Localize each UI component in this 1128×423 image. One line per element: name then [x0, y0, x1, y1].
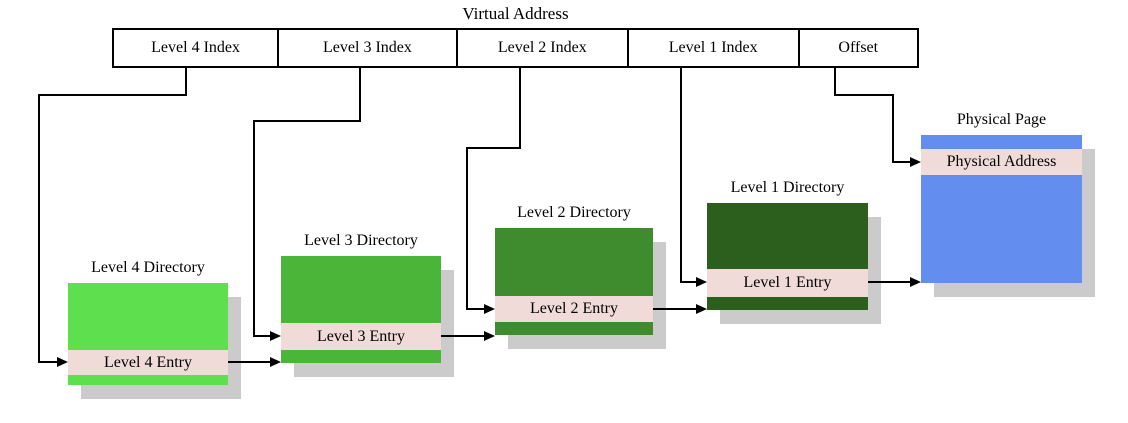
level1-entry-arrowhead-icon: [910, 277, 921, 287]
offset-line-vertical: [892, 94, 894, 163]
level3-directory-body: [281, 256, 441, 323]
level2-directory-body: [495, 228, 653, 296]
physical-page-body: [921, 175, 1082, 283]
level4-entry-out-shaft: [228, 361, 272, 363]
level2-index-line-drop: [519, 68, 521, 149]
level3-index-line-drop: [359, 68, 361, 122]
diagram-title: Virtual Address: [462, 4, 569, 23]
level4-directory-box: Level 4 Entry: [68, 283, 228, 385]
level2-directory-label: Level 2 Directory: [517, 204, 631, 221]
level1-index-arrow-shaft: [680, 281, 698, 283]
level2-index-arrow-shaft: [466, 308, 486, 310]
level2-directory-footer: [495, 322, 653, 335]
level3-entry-arrowhead-icon: [484, 331, 495, 341]
level2-index-line-vertical: [466, 147, 468, 310]
level4-index-line-horizontal: [38, 94, 187, 96]
field-offset: Offset: [797, 30, 918, 66]
level1-index-arrowhead-icon: [696, 277, 707, 287]
level4-index-line-drop: [185, 68, 187, 96]
level1-entry-row: Level 1 Entry: [707, 269, 868, 297]
level2-directory-box: Level 2 Entry: [495, 228, 653, 335]
level1-directory-label: Level 1 Directory: [730, 179, 845, 196]
offset-arrowhead-icon: [910, 157, 921, 167]
level3-directory-footer: [281, 350, 441, 363]
level4-entry-arrowhead-icon: [270, 357, 281, 367]
level4-directory-label: Level 4 Directory: [91, 259, 205, 276]
physical-address-row: Physical Address: [921, 149, 1082, 175]
level1-index-line-vertical: [680, 68, 682, 283]
level4-directory-footer: [68, 375, 228, 385]
level4-entry-row: Level 4 Entry: [68, 350, 228, 375]
level3-entry-row: Level 3 Entry: [281, 323, 441, 350]
offset-line-drop: [834, 68, 836, 96]
virtual-address-box: Level 4 Index Level 3 Index Level 2 Inde…: [112, 28, 919, 68]
level4-index-line-vertical: [38, 94, 40, 363]
level3-directory-box: Level 3 Entry: [281, 256, 441, 363]
level1-directory-body: [707, 203, 868, 269]
level3-index-line-vertical: [253, 120, 255, 337]
level4-index-arrow-shaft: [38, 361, 59, 363]
physical-page-label: Physical Page: [956, 111, 1047, 128]
level2-index-line-horizontal: [466, 147, 521, 149]
level3-entry-out-shaft: [441, 335, 486, 337]
level2-index-arrowhead-icon: [484, 304, 495, 314]
level2-entry-row: Level 2 Entry: [495, 296, 653, 322]
field-level2-index: Level 2 Index: [455, 30, 627, 66]
level4-index-arrowhead-icon: [57, 357, 68, 367]
level1-directory-box: Level 1 Entry: [707, 203, 868, 310]
offset-line-horizontal: [834, 94, 894, 96]
level4-directory-body: [68, 283, 228, 350]
level3-directory-label: Level 3 Directory: [304, 232, 418, 249]
level3-index-arrowhead-icon: [270, 331, 281, 341]
level1-directory-footer: [707, 297, 868, 310]
level2-entry-out-shaft: [653, 308, 698, 310]
level3-index-arrow-shaft: [253, 335, 272, 337]
physical-page-box: Physical Address: [921, 135, 1082, 283]
offset-arrow-shaft: [892, 161, 912, 163]
field-level1-index: Level 1 Index: [626, 30, 798, 66]
level1-entry-out-shaft: [868, 281, 912, 283]
field-level3-index: Level 3 Index: [277, 30, 456, 66]
level2-entry-arrowhead-icon: [696, 304, 707, 314]
physical-page-header: [921, 135, 1082, 149]
field-level4-index: Level 4 Index: [151, 39, 241, 56]
level3-index-line-horizontal: [253, 120, 361, 122]
